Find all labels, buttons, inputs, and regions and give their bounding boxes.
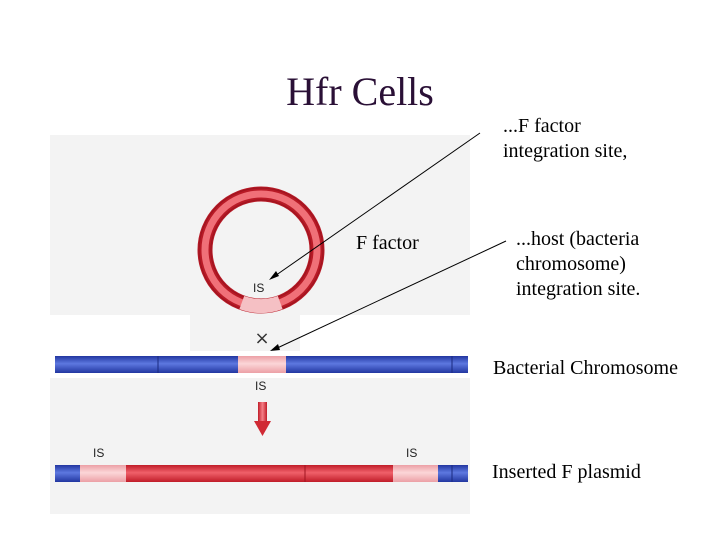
f-integration-site-line-2: integration site, bbox=[503, 140, 628, 162]
page-title: Hfr Cells bbox=[286, 69, 434, 114]
bacterial-chromosome-label: Bacterial Chromosome bbox=[493, 357, 678, 379]
bacterial-chromosome-bar bbox=[55, 356, 468, 373]
inserted-f-plasmid-label: Inserted F plasmid bbox=[492, 461, 641, 483]
plasmid-is-label-right: IS bbox=[406, 446, 417, 460]
crossover-symbol: × bbox=[254, 328, 269, 349]
f-integration-site-label: ...F factor integration site, bbox=[503, 114, 627, 164]
pointer-line-host-site bbox=[270, 240, 507, 351]
figure-background bbox=[50, 135, 470, 514]
chromosome-is-label: IS bbox=[255, 379, 266, 393]
host-integration-site-line-3: integration site. bbox=[516, 278, 641, 300]
ring-insertion-sequence bbox=[239, 295, 283, 313]
host-integration-site-line-1: ...host (bacteria bbox=[516, 228, 640, 250]
ring-is-label: IS bbox=[253, 281, 264, 295]
host-integration-site-label: ...host (bacteria chromosome) integratio… bbox=[516, 227, 640, 302]
f-factor-label: F factor bbox=[356, 232, 419, 254]
pointer-line-f-site bbox=[269, 132, 481, 280]
inserted-f-plasmid-bar bbox=[55, 465, 468, 482]
down-arrow-icon bbox=[254, 402, 271, 436]
plasmid-is-label-left: IS bbox=[93, 446, 104, 460]
f-integration-site-line-1: ...F factor bbox=[503, 115, 581, 137]
host-integration-site-line-2: chromosome) bbox=[516, 253, 626, 275]
f-factor-ring bbox=[197, 186, 325, 314]
